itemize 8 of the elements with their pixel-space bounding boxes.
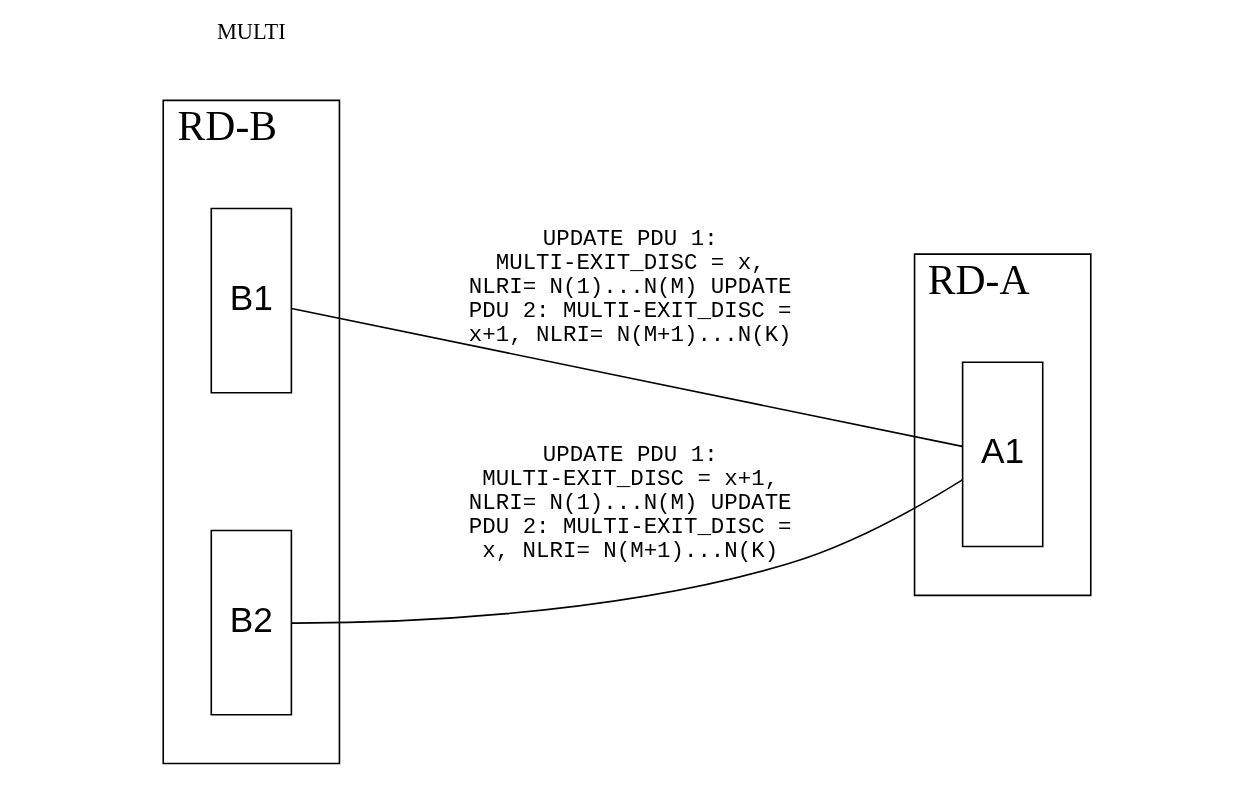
label: MULTI: [216, 18, 286, 44]
edge-label: UPDATE PDU 1: MULTI-EXIT_DISC = x+1, NLRI= N(1)...N(M) UPDATE PDU 2: MULTI-EXIT_DISC = x, NLRI= N(M+1)...N(K): [468, 442, 792, 565]
edge-label: UPDATE PDU 1: MULTI-EXIT_DISC = x, NLRI= N(1)...N(M) UPDATE PDU 2: MULTI-EXIT_DISC = x+1, NLRI= N(M+1)...N(K): [468, 225, 792, 348]
node-box: A1: [961, 361, 1044, 548]
connector: [290, 307, 963, 448]
connector: [290, 479, 964, 624]
node-box: B2: [210, 529, 293, 716]
node-box: B1: [210, 207, 293, 394]
